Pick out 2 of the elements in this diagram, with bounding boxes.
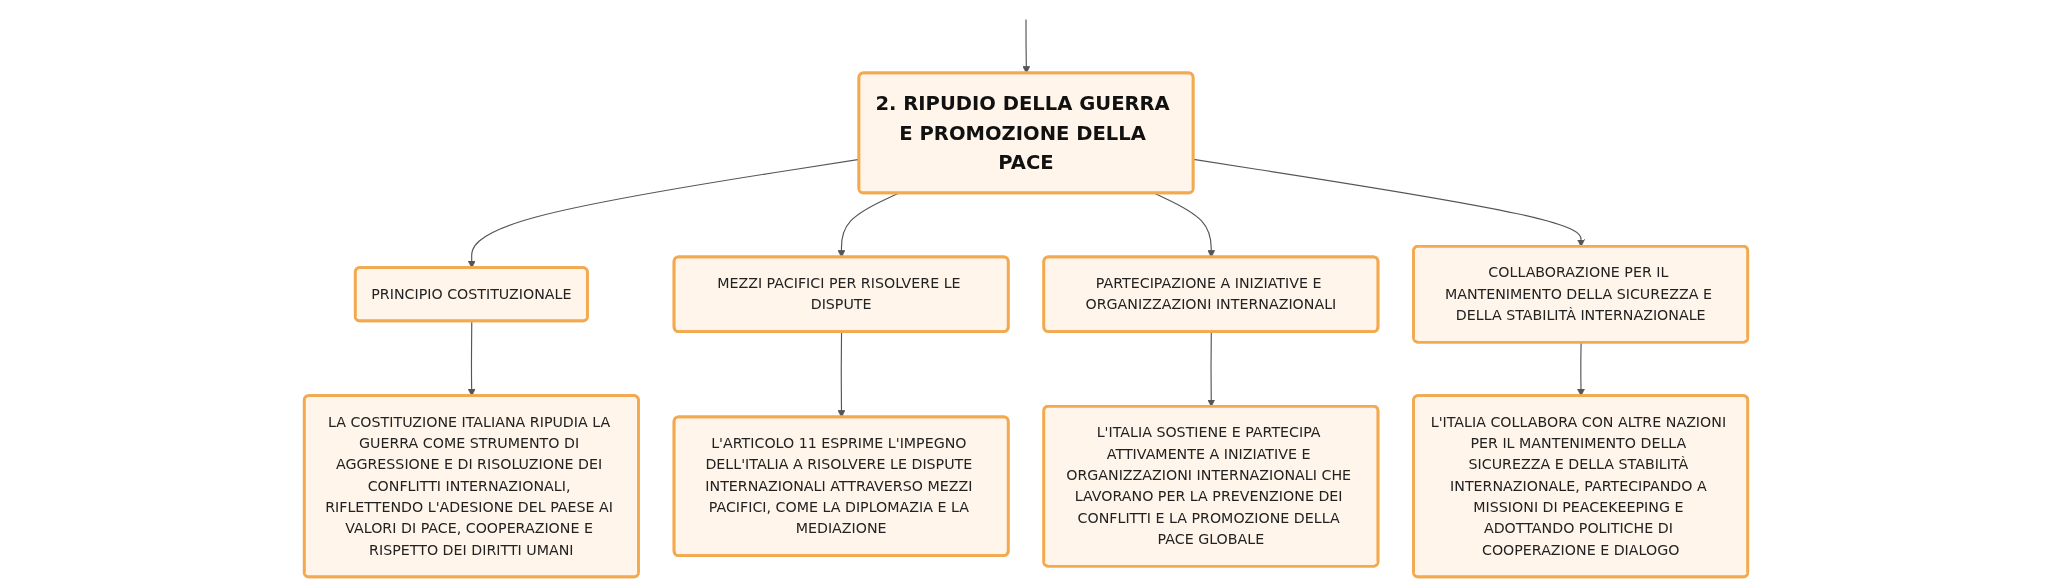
arrow bbox=[1207, 331, 1216, 407]
arrow bbox=[1193, 158, 1585, 247]
